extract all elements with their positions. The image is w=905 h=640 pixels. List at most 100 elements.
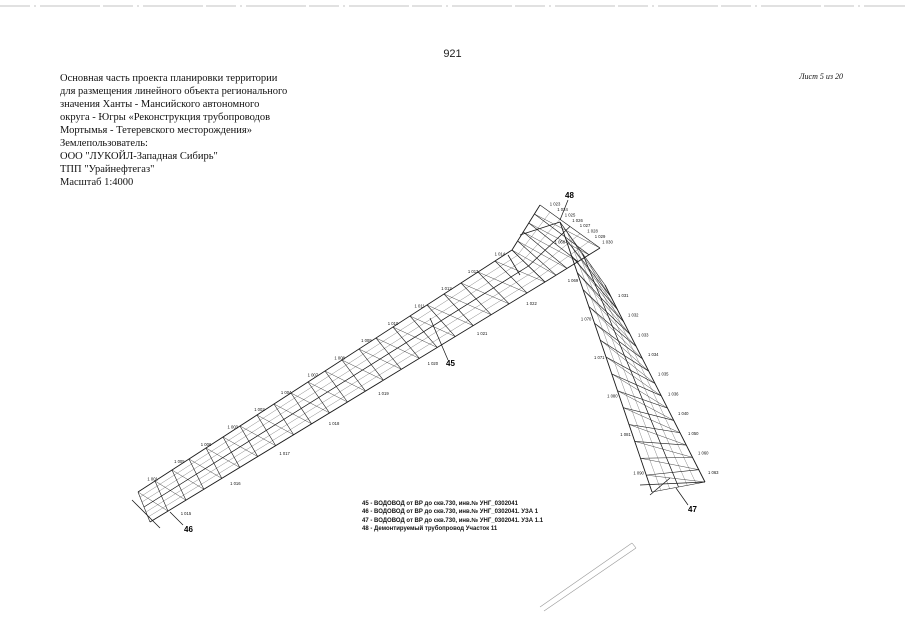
mesh-crossline <box>307 381 330 414</box>
mesh-crossline <box>588 306 637 347</box>
point-label: 1 035 <box>658 372 669 377</box>
mesh-crossline <box>443 293 474 326</box>
mesh-diagonal <box>594 323 649 372</box>
mesh-crossline <box>460 282 492 315</box>
mesh-diagonal <box>634 441 693 458</box>
point-label: 1 070 <box>581 316 592 321</box>
mesh-crossline <box>565 238 612 298</box>
land-user-heading: Землепользователь: <box>60 138 148 149</box>
mesh-crossline <box>594 323 643 360</box>
point-label: 1 015 <box>181 511 192 516</box>
mesh-diagonal <box>577 272 631 335</box>
mesh-diagonal <box>528 222 590 255</box>
mesh-diagonal <box>222 436 258 457</box>
object-label-45: 45 <box>446 359 455 368</box>
mesh-diagonal <box>628 424 687 446</box>
mesh-diagonal <box>375 337 420 359</box>
point-label: 1 013 <box>468 269 479 274</box>
mesh-diagonal <box>611 373 668 409</box>
page-number: 921 <box>443 48 462 60</box>
point-label: 1 090 <box>633 471 644 476</box>
legend: 45 - ВОДОВОД от ВР до скв.730, инв.№ УНГ… <box>362 500 543 533</box>
mesh-crossline <box>611 373 662 397</box>
point-label: 1 003 <box>228 425 239 430</box>
mesh-crossline <box>426 304 456 337</box>
project-line: для размещения линейного объекта региона… <box>60 86 288 97</box>
mesh-diagonal <box>392 326 438 348</box>
point-label: 1 020 <box>428 361 439 366</box>
mesh-crossline <box>290 392 312 424</box>
callout-line-45 <box>429 317 449 361</box>
point-label: 1 004 <box>281 390 292 395</box>
point-label: 1 007 <box>308 373 319 378</box>
point-label: 1 031 <box>618 293 629 298</box>
point-label: 1 033 <box>638 332 649 337</box>
mesh-diagonal <box>290 392 330 414</box>
corridor-47 <box>559 221 706 493</box>
mesh-diagonal <box>239 425 276 446</box>
point-label: 1 030 <box>602 239 613 244</box>
point-label: 1 011 <box>415 304 426 309</box>
mesh-crossline <box>188 458 205 490</box>
callout-line-48 <box>559 199 569 221</box>
mesh-diagonal <box>358 348 402 370</box>
mesh-diagonal <box>571 255 624 323</box>
callout-line-47 <box>675 487 689 506</box>
project-line: значения Ханты - Мансийского автономного <box>60 99 260 110</box>
point-label: 1 006 <box>201 442 212 447</box>
legend-item: 45 - ВОДОВОД от ВР до скв.730, инв.№ УНГ… <box>362 501 518 507</box>
mesh-crossline <box>494 260 528 294</box>
mesh-crossline <box>511 249 546 283</box>
project-line: Основная часть проекта планировки террит… <box>60 73 278 84</box>
point-label: 1 050 <box>688 431 699 436</box>
point-label: 1 068 <box>555 239 566 244</box>
mesh-diagonal <box>565 238 618 310</box>
end-cap-line <box>639 481 706 486</box>
mesh-diagonal <box>588 306 643 360</box>
mesh-crossline <box>239 425 258 457</box>
mesh-crossline <box>605 356 656 384</box>
object-label-46: 46 <box>184 525 193 534</box>
mesh-diagonal <box>600 339 656 384</box>
mesh-crossline <box>341 359 366 392</box>
land-user-unit: ТПП "Урайнефтегаз" <box>60 164 155 175</box>
mesh-crossline <box>523 231 568 269</box>
mesh-diagonal <box>443 293 492 315</box>
mesh-diagonal <box>205 447 240 468</box>
mesh-diagonal <box>307 381 348 403</box>
mesh-crossline <box>634 441 687 446</box>
mesh-diagonal <box>605 356 662 396</box>
mesh-crossline <box>640 457 693 459</box>
point-label: 1 014 <box>495 252 506 257</box>
point-label: 1 060 <box>698 450 709 455</box>
object-label-48: 48 <box>565 191 574 200</box>
mesh-crossline <box>222 436 241 468</box>
mesh-diagonal <box>477 271 528 294</box>
mesh-diagonal <box>341 359 384 381</box>
callout-line-46 <box>169 511 184 526</box>
mesh-diagonal <box>426 304 474 326</box>
mesh-diagonal <box>623 407 681 433</box>
point-label: 1 017 <box>279 451 290 456</box>
mesh-diagonal <box>154 480 187 501</box>
mesh-diagonal <box>640 458 699 470</box>
mesh-diagonal <box>517 240 568 269</box>
mesh-crossline <box>539 204 601 249</box>
mesh-crossline <box>623 407 674 421</box>
mesh-crossline <box>628 424 681 434</box>
point-label: 1 005 <box>174 459 185 464</box>
point-label: 1 009 <box>361 338 372 343</box>
mesh-crossline <box>409 315 438 348</box>
mesh-diagonal <box>460 282 510 305</box>
mesh-crossline <box>517 240 557 276</box>
map-scale: Масштаб 1:4000 <box>60 177 134 188</box>
end-cap-line <box>519 221 561 236</box>
mesh-crossline <box>154 480 169 512</box>
mesh-crossline <box>273 403 294 435</box>
mesh-crossline <box>651 481 706 493</box>
mesh-crossline <box>137 491 151 523</box>
mesh-diagonal <box>409 315 456 337</box>
mesh-diagonal <box>511 249 557 276</box>
project-description: Основная часть проекта планировки террит… <box>60 72 320 189</box>
